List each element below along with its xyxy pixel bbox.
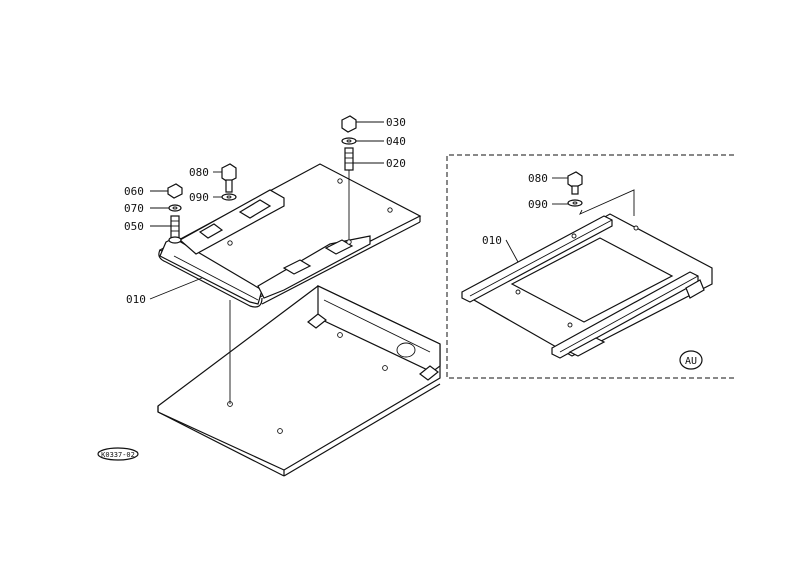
inset-seat-frame	[461, 213, 713, 359]
left-stud-stack	[167, 183, 183, 244]
label-010: 010	[126, 293, 146, 306]
label-050: 050	[124, 220, 144, 233]
variant-badge-text: AU	[685, 356, 697, 367]
variant-badge: AU	[679, 350, 703, 370]
label-070: 070	[124, 202, 144, 215]
inset-leader-lines	[505, 177, 568, 263]
base-plate	[157, 285, 441, 477]
stud-020-stack	[341, 115, 357, 245]
label-030: 030	[386, 116, 406, 129]
label-020: 020	[386, 157, 406, 170]
label-060: 060	[124, 185, 144, 198]
label-090: 090	[189, 191, 209, 204]
label-080: 080	[189, 166, 209, 179]
figure-code-text: K0337-02	[101, 451, 135, 459]
inset-label-080: 080	[528, 172, 548, 185]
inset-bolt-080	[567, 171, 635, 216]
label-040: 040	[386, 135, 406, 148]
inset-label-010: 010	[482, 234, 502, 247]
bolt-080	[221, 163, 237, 201]
inset-label-090: 090	[528, 198, 548, 211]
leader-lines	[149, 121, 384, 300]
seat-plate	[158, 163, 422, 308]
figure-code-badge: K0337-02	[97, 447, 139, 461]
